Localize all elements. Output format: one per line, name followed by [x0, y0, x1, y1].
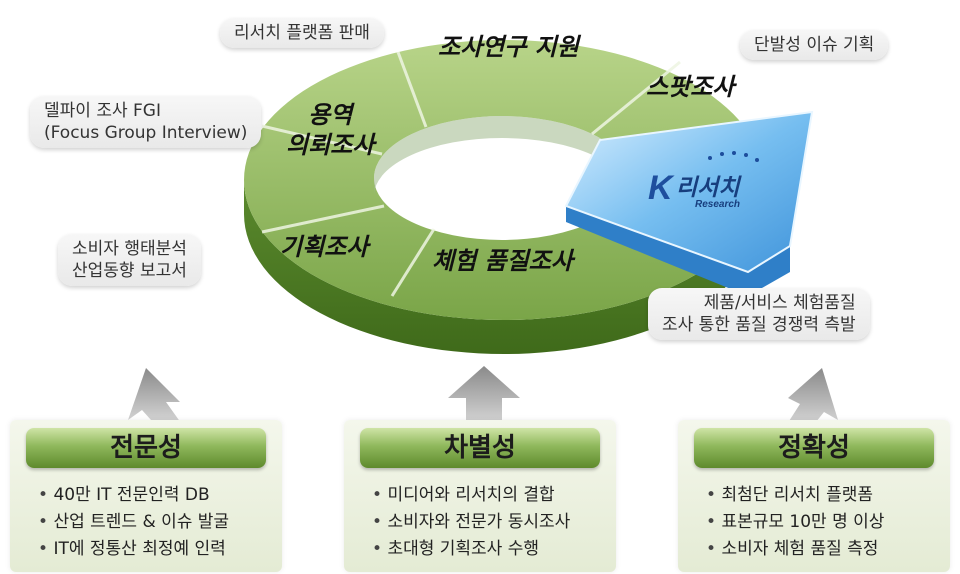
card-differentiation: 차별성 미디어와 리서치의 결합 소비자와 전문가 동시조사 초대형 기획조사 …: [344, 420, 616, 572]
logo-text: 리서치: [676, 175, 742, 201]
ring-hole-wall: [374, 116, 630, 196]
list-item: 소비자 체험 품질 측정: [706, 536, 884, 563]
list-item: 40만 IT 전문인력 DB: [38, 482, 229, 509]
segment-planning-survey: 기획조사: [280, 233, 369, 261]
list-item: 표본규모 10만 명 이상: [706, 509, 884, 536]
callout-delphi-fgi: 델파이 조사 FGI (Focus Group Interview): [30, 96, 262, 148]
segment-experience-quality: 체험 품질조사: [432, 247, 573, 275]
card-title: 차별성: [360, 428, 600, 468]
list-item: 소비자와 전문가 동시조사: [372, 509, 570, 536]
card-list: 최첨단 리서치 플랫폼 표본규모 10만 명 이상 소비자 체험 품질 측정: [706, 482, 884, 563]
list-item: IT에 정통산 최정예 인력: [38, 536, 229, 563]
list-item: 최첨단 리서치 플랫폼: [706, 482, 884, 509]
arrow-center: [448, 366, 520, 432]
logo-k: K: [648, 169, 675, 207]
callout-issue-planning: 단발성 이슈 기획: [740, 30, 889, 60]
card-accuracy: 정확성 최첨단 리서치 플랫폼 표본규모 10만 명 이상 소비자 체험 품질 …: [678, 420, 950, 572]
card-list: 40만 IT 전문인력 DB 산업 트렌드 & 이슈 발굴 IT에 정통산 최정…: [38, 482, 229, 563]
ring-top: [244, 40, 764, 320]
blue-wedge-side: [566, 206, 790, 296]
callout-platform-sales: 리서치 플랫폼 판매: [220, 18, 384, 48]
list-item: 초대형 기획조사 수행: [372, 536, 570, 563]
card-expertise: 전문성 40만 IT 전문인력 DB 산업 트렌드 & 이슈 발굴 IT에 정통…: [10, 420, 282, 572]
arrow-left: [128, 368, 186, 430]
list-item: 미디어와 리서치의 결합: [372, 482, 570, 509]
blue-wedge: [564, 110, 814, 274]
card-title: 정확성: [694, 428, 934, 468]
segment-commissioned-survey: 용역 의뢰조사: [286, 101, 375, 159]
logo-dots: [708, 151, 759, 162]
segment-dividers: [261, 51, 681, 297]
logo-sub: Research: [695, 199, 740, 210]
segment-spot-survey: 스팟조사: [646, 73, 735, 101]
segment-research-support: 조사연구 지원: [438, 33, 579, 61]
card-list: 미디어와 리서치의 결합 소비자와 전문가 동시조사 초대형 기획조사 수행: [372, 482, 570, 563]
ring-side: [244, 180, 764, 354]
callout-consumer-analysis: 소비자 행태분석 산업동향 보고서: [58, 234, 201, 286]
card-title: 전문성: [26, 428, 266, 468]
callout-quality-survey: 제품/서비스 체험품질 조사 통한 품질 경쟁력 측발: [648, 288, 870, 340]
list-item: 산업 트렌드 & 이슈 발굴: [38, 509, 229, 536]
arrow-right: [782, 368, 838, 432]
